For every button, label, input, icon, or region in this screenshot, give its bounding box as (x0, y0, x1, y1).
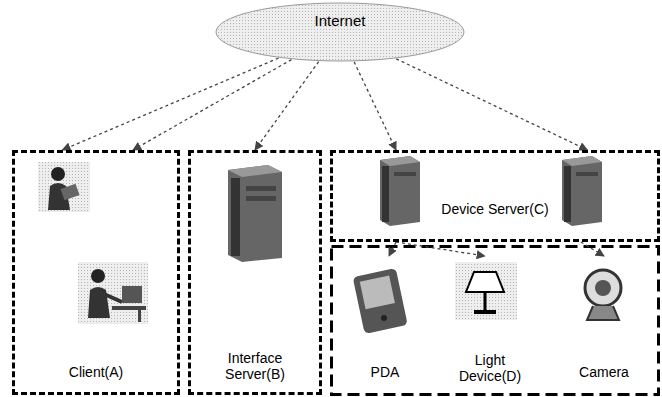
device-item: Camera (556, 256, 652, 390)
node-label: Client(A) (69, 364, 123, 380)
icon-part (484, 292, 487, 310)
icon-part (466, 272, 504, 292)
ellipse-outline (215, 2, 465, 62)
dotted-connector (389, 242, 396, 256)
node-label: Camera (579, 364, 629, 380)
device-item: PDA (345, 256, 425, 390)
dotted-connector (133, 60, 292, 150)
icon-part (138, 310, 141, 322)
icon-part (122, 286, 142, 303)
icon-part (228, 165, 282, 262)
icon-part (246, 196, 276, 201)
woman-icon (38, 162, 90, 212)
icon-part (228, 165, 282, 177)
icon-part (576, 172, 598, 176)
cloud-label: Internet (315, 12, 366, 29)
icon-part (104, 294, 122, 302)
icon-part (60, 184, 79, 201)
icon-part (595, 280, 611, 296)
dotted-connector (396, 242, 485, 256)
node-label: Light Device(D) (450, 352, 530, 384)
node-label: Device Server(C) (441, 201, 548, 217)
icon-part (360, 276, 395, 310)
dotted-connector (255, 62, 319, 150)
pda-icon (353, 268, 408, 334)
camera-icon (585, 270, 621, 320)
group-box: Client(A) (12, 150, 180, 395)
icon-part (455, 262, 517, 320)
icon-part (587, 306, 619, 320)
group-box: Device Server(C) (330, 150, 660, 242)
network-cloud: Internet (215, 2, 465, 62)
lamp-icon (455, 262, 517, 320)
icon-part (381, 315, 387, 321)
group-box: Interface Server(B) (188, 150, 322, 395)
dotted-connector (354, 62, 396, 150)
ellipse-shape (216, 3, 464, 61)
icon-part (380, 156, 420, 166)
icon-part (231, 178, 240, 256)
man-at-computer-icon (78, 262, 148, 324)
icon-part (91, 269, 105, 283)
dotted-connector (62, 58, 278, 150)
icon-part (585, 270, 621, 306)
icon-part (380, 156, 420, 226)
icon-part (51, 167, 65, 181)
device-group-box (332, 247, 659, 395)
server-icon (380, 156, 420, 226)
dotted-connector (396, 59, 587, 150)
icon-part (382, 166, 389, 222)
icon-part (112, 306, 146, 310)
icon-part (564, 166, 571, 222)
node-label: Interface Server(B) (210, 350, 300, 382)
icon-part (474, 310, 496, 314)
server-icon (562, 156, 602, 226)
node-label: PDA (371, 364, 400, 380)
icon-part (246, 186, 276, 191)
icon-part (394, 172, 416, 176)
icon-part (562, 156, 602, 166)
device-item: Light Device(D) (438, 256, 542, 390)
icon-part (88, 287, 110, 318)
icon-part (38, 162, 90, 212)
icon-part (562, 156, 602, 226)
icon-part (353, 268, 408, 334)
interface-server-icon (228, 165, 282, 262)
dotted-connector (581, 242, 604, 256)
icon-part (78, 262, 148, 324)
